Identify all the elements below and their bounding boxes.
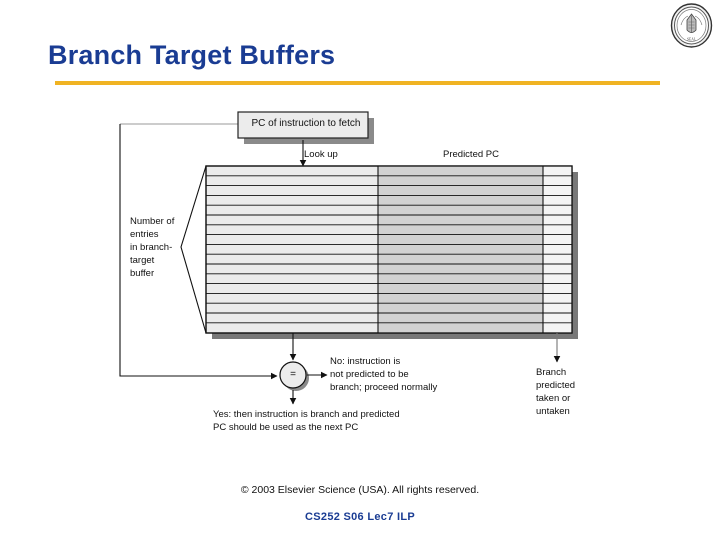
lookup-label: Look up [304,149,338,160]
branch-prediction-label: Branch predicted taken or untaken [536,367,576,417]
yes-branch-label: Yes: then instruction is branch and pred… [213,409,400,433]
comparator-node [279,361,309,391]
btb-table [205,165,573,334]
entries-brace [180,165,207,334]
pc-instruction-box-label: PC of instruction to fetch [251,118,361,129]
predicted-pc-label: Predicted PC [443,149,499,160]
page-title: Branch Target Buffers [48,40,336,70]
no-branch-label: No: instruction is not predicted to be b… [330,356,438,393]
title-underline-rule [55,81,660,85]
feedback-wire [119,123,278,380]
copyright-notice: © 2003 Elsevier Science (USA). All right… [240,484,480,496]
university-seal-logo: SEAL [669,3,714,48]
slide-footer: CS252 S06 Lec7 ILP [305,511,415,523]
svg-text:SEAL: SEAL [687,38,696,42]
comparator-symbol: = [290,369,296,380]
pc-instruction-box [237,111,374,144]
number-of-entries-label: Number of entries in branch- target buff… [130,216,175,279]
